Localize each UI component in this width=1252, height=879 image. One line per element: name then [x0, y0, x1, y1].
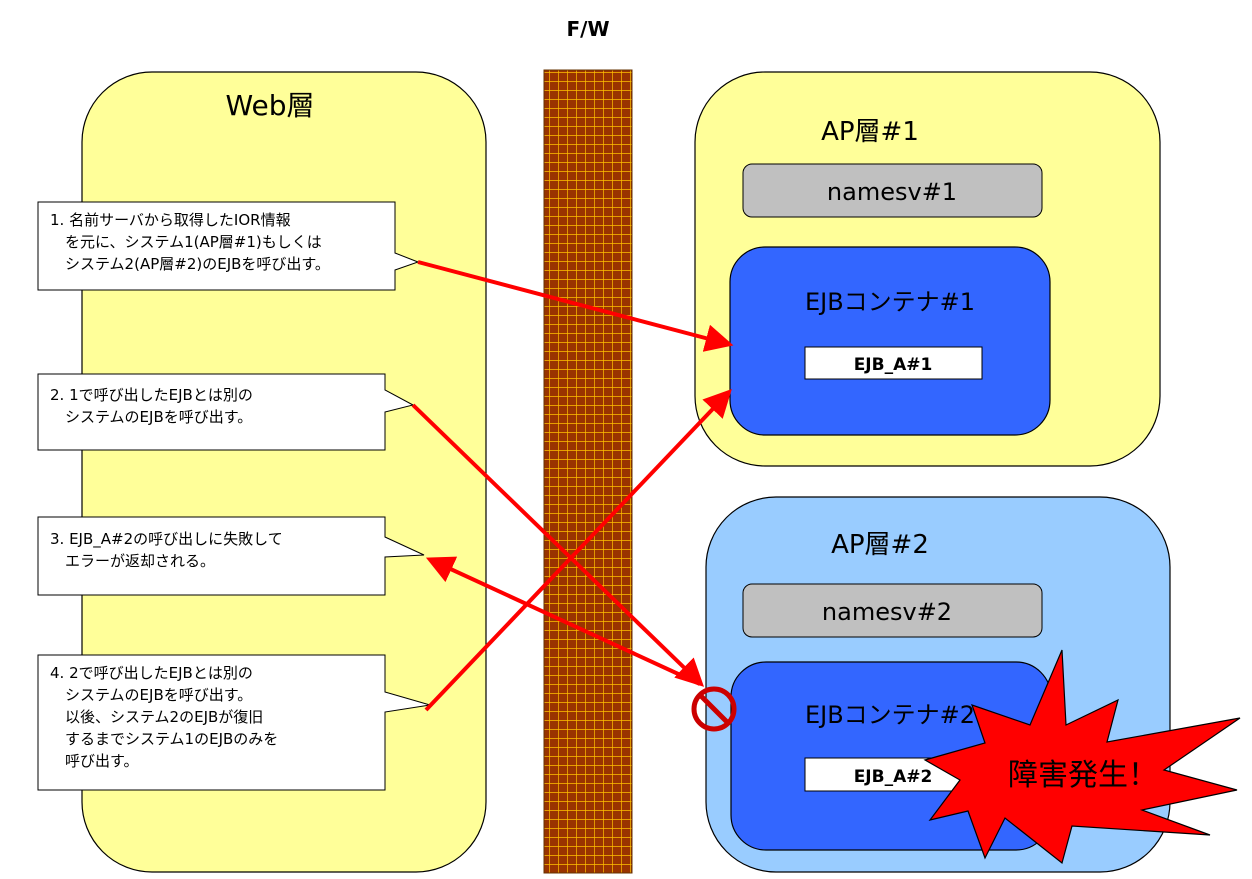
ejb-container2-label: EJBコンテナ#2: [805, 701, 975, 729]
note-4-line-5: 呼び出す。: [50, 752, 139, 770]
note-2-line-1: 2. 1で呼び出したEJBとは別の: [50, 386, 253, 404]
note-4: 4. 2で呼び出したEJBとは別の システムのEJBを呼び出す。 以後、システム…: [37, 654, 431, 791]
namesv1-box: [742, 163, 1043, 218]
ap2-layer-title: AP層#2: [831, 530, 929, 560]
note-1: 1. 名前サーバから取得したIOR情報 を元に、システム1(AP層#1)もしくは…: [37, 201, 420, 291]
namesv2-label: namesv#2: [822, 598, 952, 626]
note-4-line-2: システムのEJBを呼び出す。: [50, 686, 252, 704]
ejb-container1-label: EJBコンテナ#1: [805, 288, 975, 316]
failure-burst: [923, 649, 1241, 865]
namesv2-box: [742, 583, 1043, 638]
arrow-call-2: [411, 403, 705, 687]
svg-text:4. 2で呼び出したEJBとは別の システムの: 4. 2で呼び出したEJBとは別の システムのEJBを呼び出す。 以後、システム…: [50, 664, 283, 770]
note-3-line-2: エラーが返却される。: [50, 552, 215, 570]
note-1-line-3: システム2(AP層#2)のEJBを呼び出す。: [50, 255, 330, 273]
prohibited-icon: [691, 686, 737, 732]
ejb-container1-box: [729, 246, 1051, 436]
note-2: 2. 1で呼び出したEJBとは別の システムのEJBを呼び出す。: [37, 373, 415, 451]
svg-text:2. 1で呼び出したEJBとは別の システムの: 2. 1で呼び出したEJBとは別の システムのEJBを呼び出す。: [50, 386, 258, 426]
note-2-line-2: システムのEJBを呼び出す。: [50, 408, 252, 426]
svg-text:1. 名前サーバから取得したIOR情報 を元に: 1. 名前サーバから取得したIOR情報 を元に、システム1(AP層#1)もしくは…: [50, 211, 330, 273]
ejb-a2-label: EJB_A#2: [854, 767, 933, 787]
note-1-line-1: 1. 名前サーバから取得したIOR情報: [50, 211, 291, 229]
firewall-label: F/W: [566, 17, 609, 41]
namesv1-label: namesv#1: [827, 178, 957, 206]
note-4-line-4: するまでシステム1のEJBのみを: [50, 730, 278, 748]
svg-text:3. EJB_A#2の呼び出しに失敗して エラ: 3. EJB_A#2の呼び出しに失敗して エラーが返却される。: [50, 530, 287, 570]
note-3-line-1: 3. EJB_A#2の呼び出しに失敗して: [50, 530, 283, 549]
ejb-a1-box: [804, 346, 983, 380]
note-1-line-2: を元に、システム1(AP層#1)もしくは: [50, 233, 322, 251]
note-3: 3. EJB_A#2の呼び出しに失敗して エラーが返却される。: [37, 516, 425, 596]
arrow-call-4: [424, 388, 732, 712]
firewall: [543, 69, 633, 874]
note-4-line-3: 以後、システム2のEJBが復旧: [50, 708, 263, 726]
web-layer-title: Web層: [225, 89, 314, 122]
ejb-a1-label: EJB_A#1: [854, 355, 933, 375]
arrow-call-1: [417, 260, 734, 352]
ap1-layer-title: AP層#1: [821, 117, 919, 147]
note-4-line-1: 4. 2で呼び出したEJBとは別の: [50, 664, 253, 682]
failure-label: 障害発生！: [1008, 758, 1158, 793]
arrow-error-return: [425, 556, 701, 686]
